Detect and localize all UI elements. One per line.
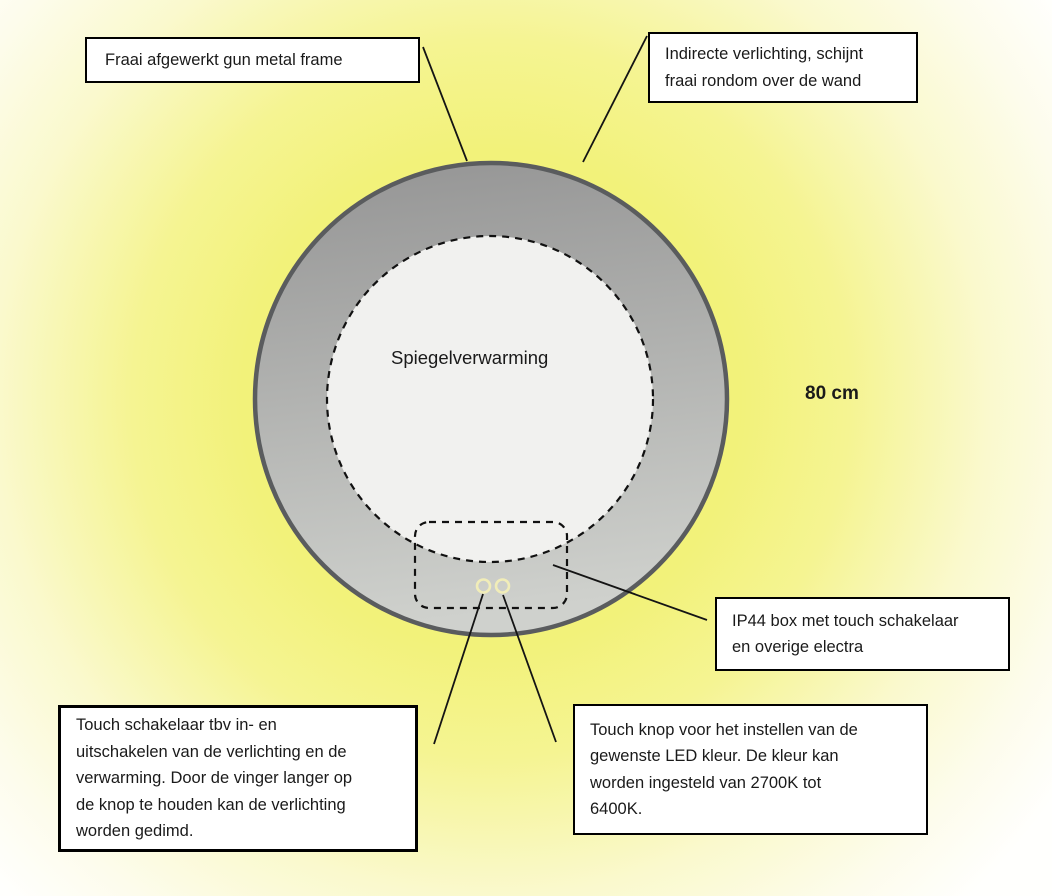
callout-line-indirect-light [582, 35, 648, 163]
callout-text-line: verwarming. Door de vinger langer op [76, 769, 353, 788]
callout-text-line: Touch schakelaar tbv in- en [76, 716, 277, 735]
callout-text-line: fraai rondom over de wand [665, 71, 862, 90]
touch-button-left-icon [475, 578, 492, 594]
callout-indirect-light-box: Indirecte verlichting, schijnt fraai ron… [648, 32, 918, 103]
callout-ip44-box: IP44 box met touch schakelaar en overige… [715, 597, 1010, 671]
callout-text-line: en overige electra [732, 638, 864, 656]
callout-touch-color-box: Touch knop voor het instellen van de gew… [573, 704, 928, 835]
heating-zone-circle [325, 234, 655, 564]
callout-text-line: de knop te houden kan de verlichting [76, 795, 346, 814]
callout-text-line: uitschakelen van de verlichting en de [76, 742, 347, 761]
heating-zone-label: Spiegelverwarming [391, 347, 549, 368]
callout-text-line: IP44 box met touch schakelaar [732, 611, 959, 630]
callout-line-touch-switch [433, 593, 484, 745]
callout-touch-switch-box: Touch schakelaar tbv in- en uitschakelen… [58, 705, 418, 852]
callout-frame-box: Fraai afgewerkt gun metal frame [85, 37, 420, 83]
callout-text-line: Indirecte verlichting, schijnt [665, 45, 864, 63]
callout-text-line: Touch knop voor het instellen van de [590, 720, 858, 739]
callout-line-frame [422, 46, 468, 162]
callout-line-touch-color [502, 594, 557, 743]
callout-text-line: 6400K. [590, 800, 643, 818]
callout-text-line: gewenste LED kleur. De kleur kan [590, 747, 839, 765]
callout-text-line: worden ingesteld van 2700K tot [590, 773, 822, 792]
callout-text-line: Fraai afgewerkt gun metal frame [105, 50, 343, 69]
callout-text-line: worden gedimd. [76, 822, 194, 841]
callout-line-ip44-box [552, 564, 708, 621]
ip44-zone-rect [413, 520, 569, 610]
diameter-label: 80 cm [805, 383, 859, 404]
touch-button-right-icon [494, 578, 511, 594]
